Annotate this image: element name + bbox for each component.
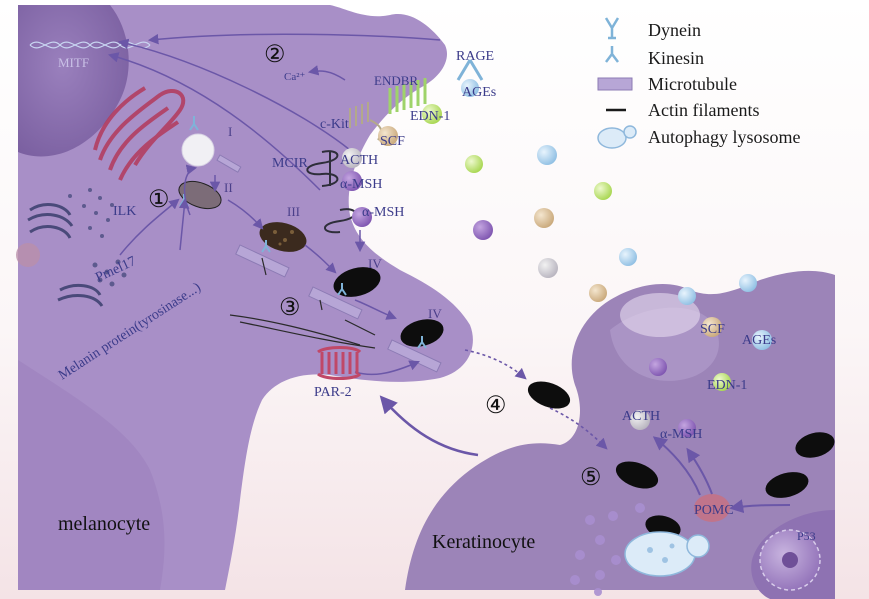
scf-receptor-label: SCF: [380, 134, 405, 149]
keratinocyte-nucleus: [751, 510, 835, 599]
legend-kinesin: Kinesin: [648, 48, 704, 68]
keratinocyte-label: Keratinocyte: [432, 531, 535, 553]
keratinocyte-highlight: [620, 293, 700, 337]
legend-actin: Actin filaments: [648, 100, 759, 120]
legend-microtubule: Microtubule: [648, 74, 737, 94]
golgi-apparatus: [27, 203, 104, 307]
pomc-node: [694, 494, 730, 522]
step-2-label: ②: [264, 42, 286, 68]
stage-4b-label: IV: [428, 306, 442, 321]
par2-receptor: [317, 346, 362, 380]
ages-k-label: AGEs: [742, 333, 776, 348]
ckit-label: c-Kit: [320, 117, 349, 132]
ca-label: Ca²⁺: [284, 71, 306, 83]
ages-ligand-surface: [461, 79, 479, 97]
mitf-label: MITF: [58, 55, 89, 70]
par2-arrow: [379, 395, 479, 457]
amsh-ligand-surface-2: [352, 207, 372, 227]
scf-ligand-surface: [378, 126, 398, 146]
left-vacuole: [16, 243, 40, 267]
melanosome-stage-4b: [400, 319, 444, 347]
free-ligands: [465, 145, 757, 305]
mcir-label: MCIR: [272, 156, 308, 171]
endbr-label: ENDBR: [374, 73, 418, 88]
mcir-receptor: [306, 150, 339, 187]
pomc-label: POMC: [694, 503, 734, 518]
acth-ligand-k: [630, 410, 650, 430]
legend-dynein: Dynein: [648, 20, 701, 40]
legend: Dynein Kinesin Microtubule Actin filamen…: [597, 17, 801, 149]
amsh-receptor-label: α-MSH: [340, 177, 382, 192]
edn1-ligand-k: [713, 373, 731, 391]
stage-3-label: III: [287, 204, 300, 219]
pathway-arrows: [107, 33, 441, 376]
melanosome-stage-4a: [333, 267, 381, 297]
step-1-label: ①: [148, 187, 170, 213]
legend-autophagy-icon: [597, 125, 637, 149]
legend-autophagy: Autophagy lysosome: [648, 127, 801, 147]
acth-ligand-surface: [342, 148, 362, 168]
vesicles: [68, 188, 127, 287]
amsh-ligand-surface: [342, 171, 362, 191]
legend-kinesin-icon: [605, 46, 619, 63]
stage-4a-label: IV: [368, 256, 382, 271]
edn1-receptor-label: EDN-1: [410, 109, 450, 124]
pomc-arrows: [652, 436, 791, 514]
rage-receptor: [456, 59, 484, 81]
melanosome-stage-3: [259, 222, 307, 252]
ilk-label: ILK: [113, 204, 136, 219]
stage-3-granules: [273, 230, 294, 246]
transfer-arrows: [464, 349, 608, 450]
scf-ligand-k: [702, 317, 722, 337]
keratinocyte-granules: [570, 503, 645, 596]
step-5-label: ⑤: [580, 465, 602, 491]
edn1-ligand-surface: [422, 104, 442, 124]
legend-dynein-icon: [604, 17, 620, 40]
par2-label: PAR-2: [314, 385, 352, 400]
ages-receptor-label: AGEs: [462, 85, 496, 100]
edn1-k-label: EDN-1: [707, 378, 747, 393]
endbr-receptor: [388, 78, 427, 114]
legend-microtubule-icon: [597, 77, 633, 91]
amsh-k-label: α-MSH: [660, 427, 702, 442]
rage-label: RAGE: [456, 49, 494, 64]
amsh-receptor-label-2: α-MSH: [362, 205, 404, 220]
stage-2-label: II: [224, 180, 233, 195]
actin-filaments: [229, 257, 376, 349]
ages-ligand-k: [752, 330, 772, 350]
amsh-ligand-k: [678, 419, 696, 437]
melanocyte-label: melanocyte: [58, 513, 150, 535]
step-3-label: ③: [279, 295, 301, 321]
melanocyte-shade: [18, 360, 165, 590]
p53-label: P53: [797, 529, 816, 543]
amsh-ligand-k-a: [649, 358, 667, 376]
autophagy-lysosome-k: [624, 531, 710, 577]
endoplasmic-reticulum: [93, 86, 186, 181]
amsh-receptor-coil: [324, 208, 356, 234]
scf-k-label: SCF: [700, 322, 725, 337]
acth-receptor-label: ACTH: [340, 153, 378, 168]
acth-k-label: ACTH: [622, 409, 660, 424]
stage-1-label: I: [228, 124, 232, 139]
step-4-label: ④: [485, 393, 507, 419]
melanosome-stage-1: [181, 133, 215, 167]
